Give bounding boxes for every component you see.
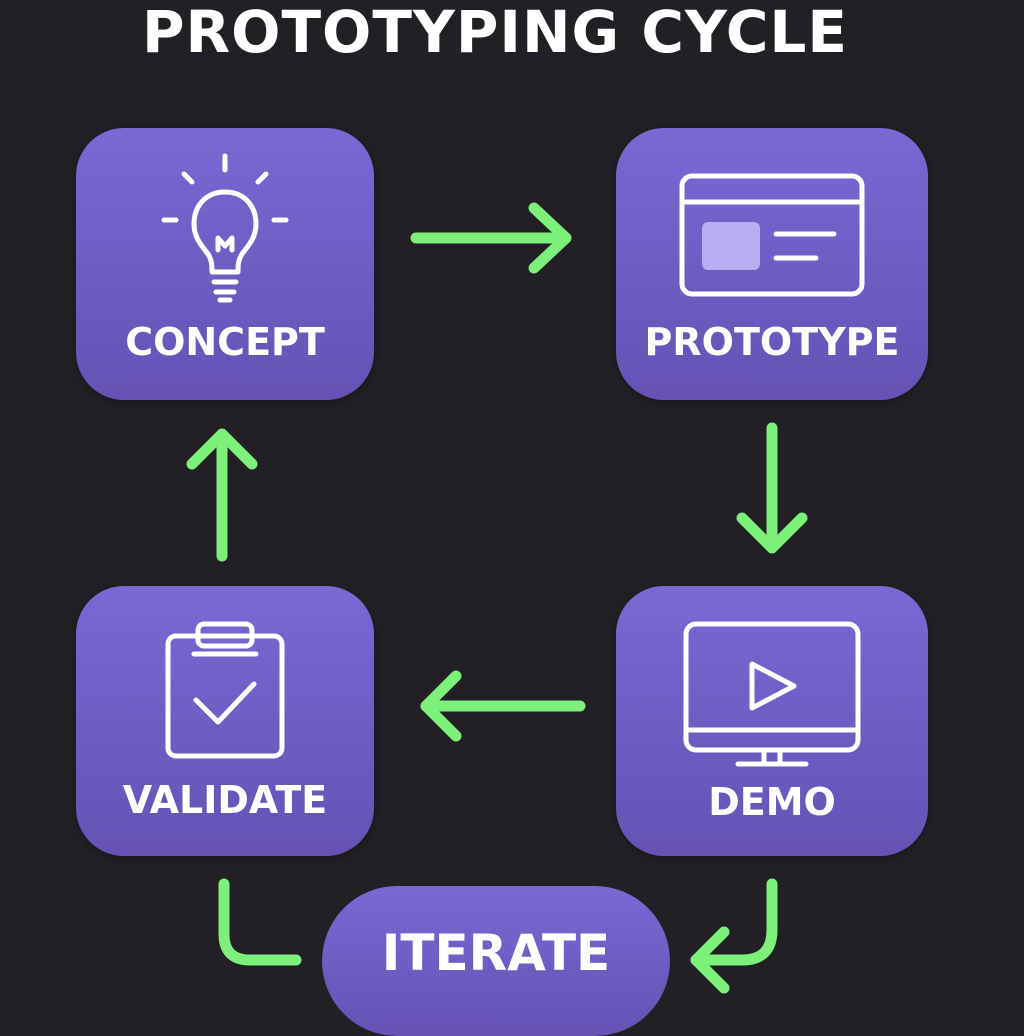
arrow-demo-to-iterate [690, 878, 778, 994]
iterate-pill[interactable]: ITERATE [322, 886, 670, 1036]
prototype-label: PROTOTYPE [644, 320, 900, 364]
arrow-prototype-to-demo [736, 422, 808, 554]
validate-label: VALIDATE [122, 778, 328, 822]
arrow-validate-to-iterate [218, 878, 302, 966]
prototype-card[interactable]: PROTOTYPE [616, 128, 928, 400]
monitor-play-icon [683, 621, 861, 767]
demo-label: DEMO [708, 780, 836, 824]
clipboard-check-icon [165, 621, 285, 759]
arrow-validate-to-concept [186, 428, 258, 562]
concept-label: CONCEPT [125, 320, 325, 364]
page-title: PROTOTYPING CYCLE [142, 0, 848, 66]
arrow-demo-to-validate [420, 670, 586, 742]
browser-window-icon [679, 173, 865, 297]
demo-card[interactable]: DEMO [616, 586, 928, 856]
arrow-concept-to-prototype [410, 202, 572, 274]
concept-card[interactable]: CONCEPT [76, 128, 374, 400]
lightbulb-icon [161, 153, 289, 303]
validate-card[interactable]: VALIDATE [76, 586, 374, 856]
iterate-label: ITERATE [381, 924, 611, 982]
